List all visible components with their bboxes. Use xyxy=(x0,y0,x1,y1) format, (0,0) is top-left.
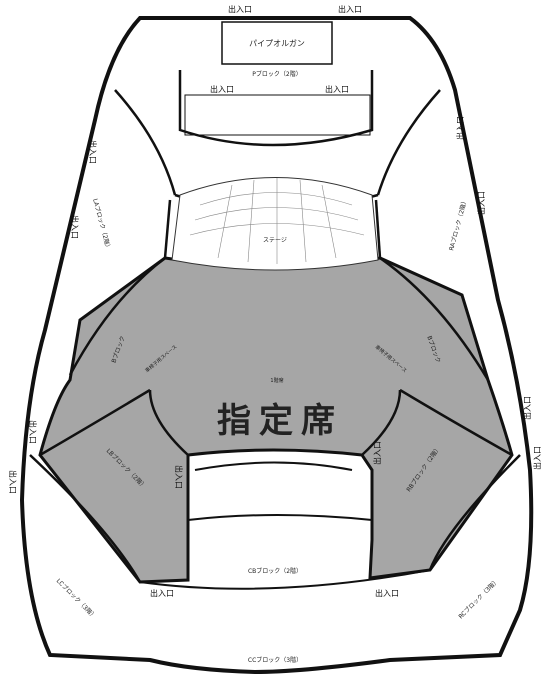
svg-text:出入口: 出入口 xyxy=(88,140,98,164)
exit-inner-right: 出入口 xyxy=(372,441,382,465)
exit-top-p-right: 出入口 xyxy=(325,84,349,94)
exit-top-left: 出入口 xyxy=(228,4,252,14)
svg-text:出入口: 出入口 xyxy=(28,420,38,444)
block-dividers xyxy=(29,70,521,590)
stage-label: ステージ xyxy=(263,237,287,244)
exit-right-lower: 出入口 xyxy=(522,396,532,420)
block-label-p: Pブロック（2階） xyxy=(252,70,301,78)
svg-text:出入口: 出入口 xyxy=(70,215,80,239)
exit-cb-right: 出入口 xyxy=(375,588,399,598)
reserved-seating-label: 指定席 xyxy=(217,401,343,441)
svg-text:出入口: 出入口 xyxy=(174,465,184,489)
aisle-label: 1階席 xyxy=(270,377,283,384)
svg-text:出入口: 出入口 xyxy=(372,441,382,465)
svg-text:出入口: 出入口 xyxy=(228,4,252,14)
svg-text:出入口: 出入口 xyxy=(210,84,234,94)
svg-text:出入口: 出入口 xyxy=(325,84,349,94)
exit-left-bottom: 出入口 xyxy=(8,470,18,494)
exit-inner-left: 出入口 xyxy=(174,465,184,489)
exit-top-p-left: 出入口 xyxy=(210,84,234,94)
exit-top-right: 出入口 xyxy=(338,4,362,14)
organ-label: パイプオルガン xyxy=(249,38,305,48)
exit-right-mid: 出入口 xyxy=(476,191,486,215)
stage-risers xyxy=(189,178,365,264)
svg-text:出入口: 出入口 xyxy=(150,588,174,598)
svg-text:出入口: 出入口 xyxy=(455,116,465,140)
svg-text:出入口: 出入口 xyxy=(476,191,486,215)
svg-text:出入口: 出入口 xyxy=(532,446,542,470)
block-label-cc: CCブロック（3階） xyxy=(248,656,302,664)
exit-cb-left: 出入口 xyxy=(150,588,174,598)
svg-text:出入口: 出入口 xyxy=(338,4,362,14)
exit-left-mid: 出入口 xyxy=(70,215,80,239)
svg-text:出入口: 出入口 xyxy=(375,588,399,598)
exit-right-upper: 出入口 xyxy=(455,116,465,140)
exit-left-upper: 出入口 xyxy=(88,140,98,164)
svg-text:出入口: 出入口 xyxy=(522,396,532,420)
block-label-cb: CBブロック（2階） xyxy=(248,567,302,575)
aisle-lines xyxy=(194,461,353,471)
svg-text:出入口: 出入口 xyxy=(8,470,18,494)
pipe-organ-box xyxy=(221,21,333,65)
exit-left-lower: 出入口 xyxy=(28,420,38,444)
seat-grid-p-block xyxy=(184,94,371,136)
exit-right-bottom: 出入口 xyxy=(532,446,542,470)
